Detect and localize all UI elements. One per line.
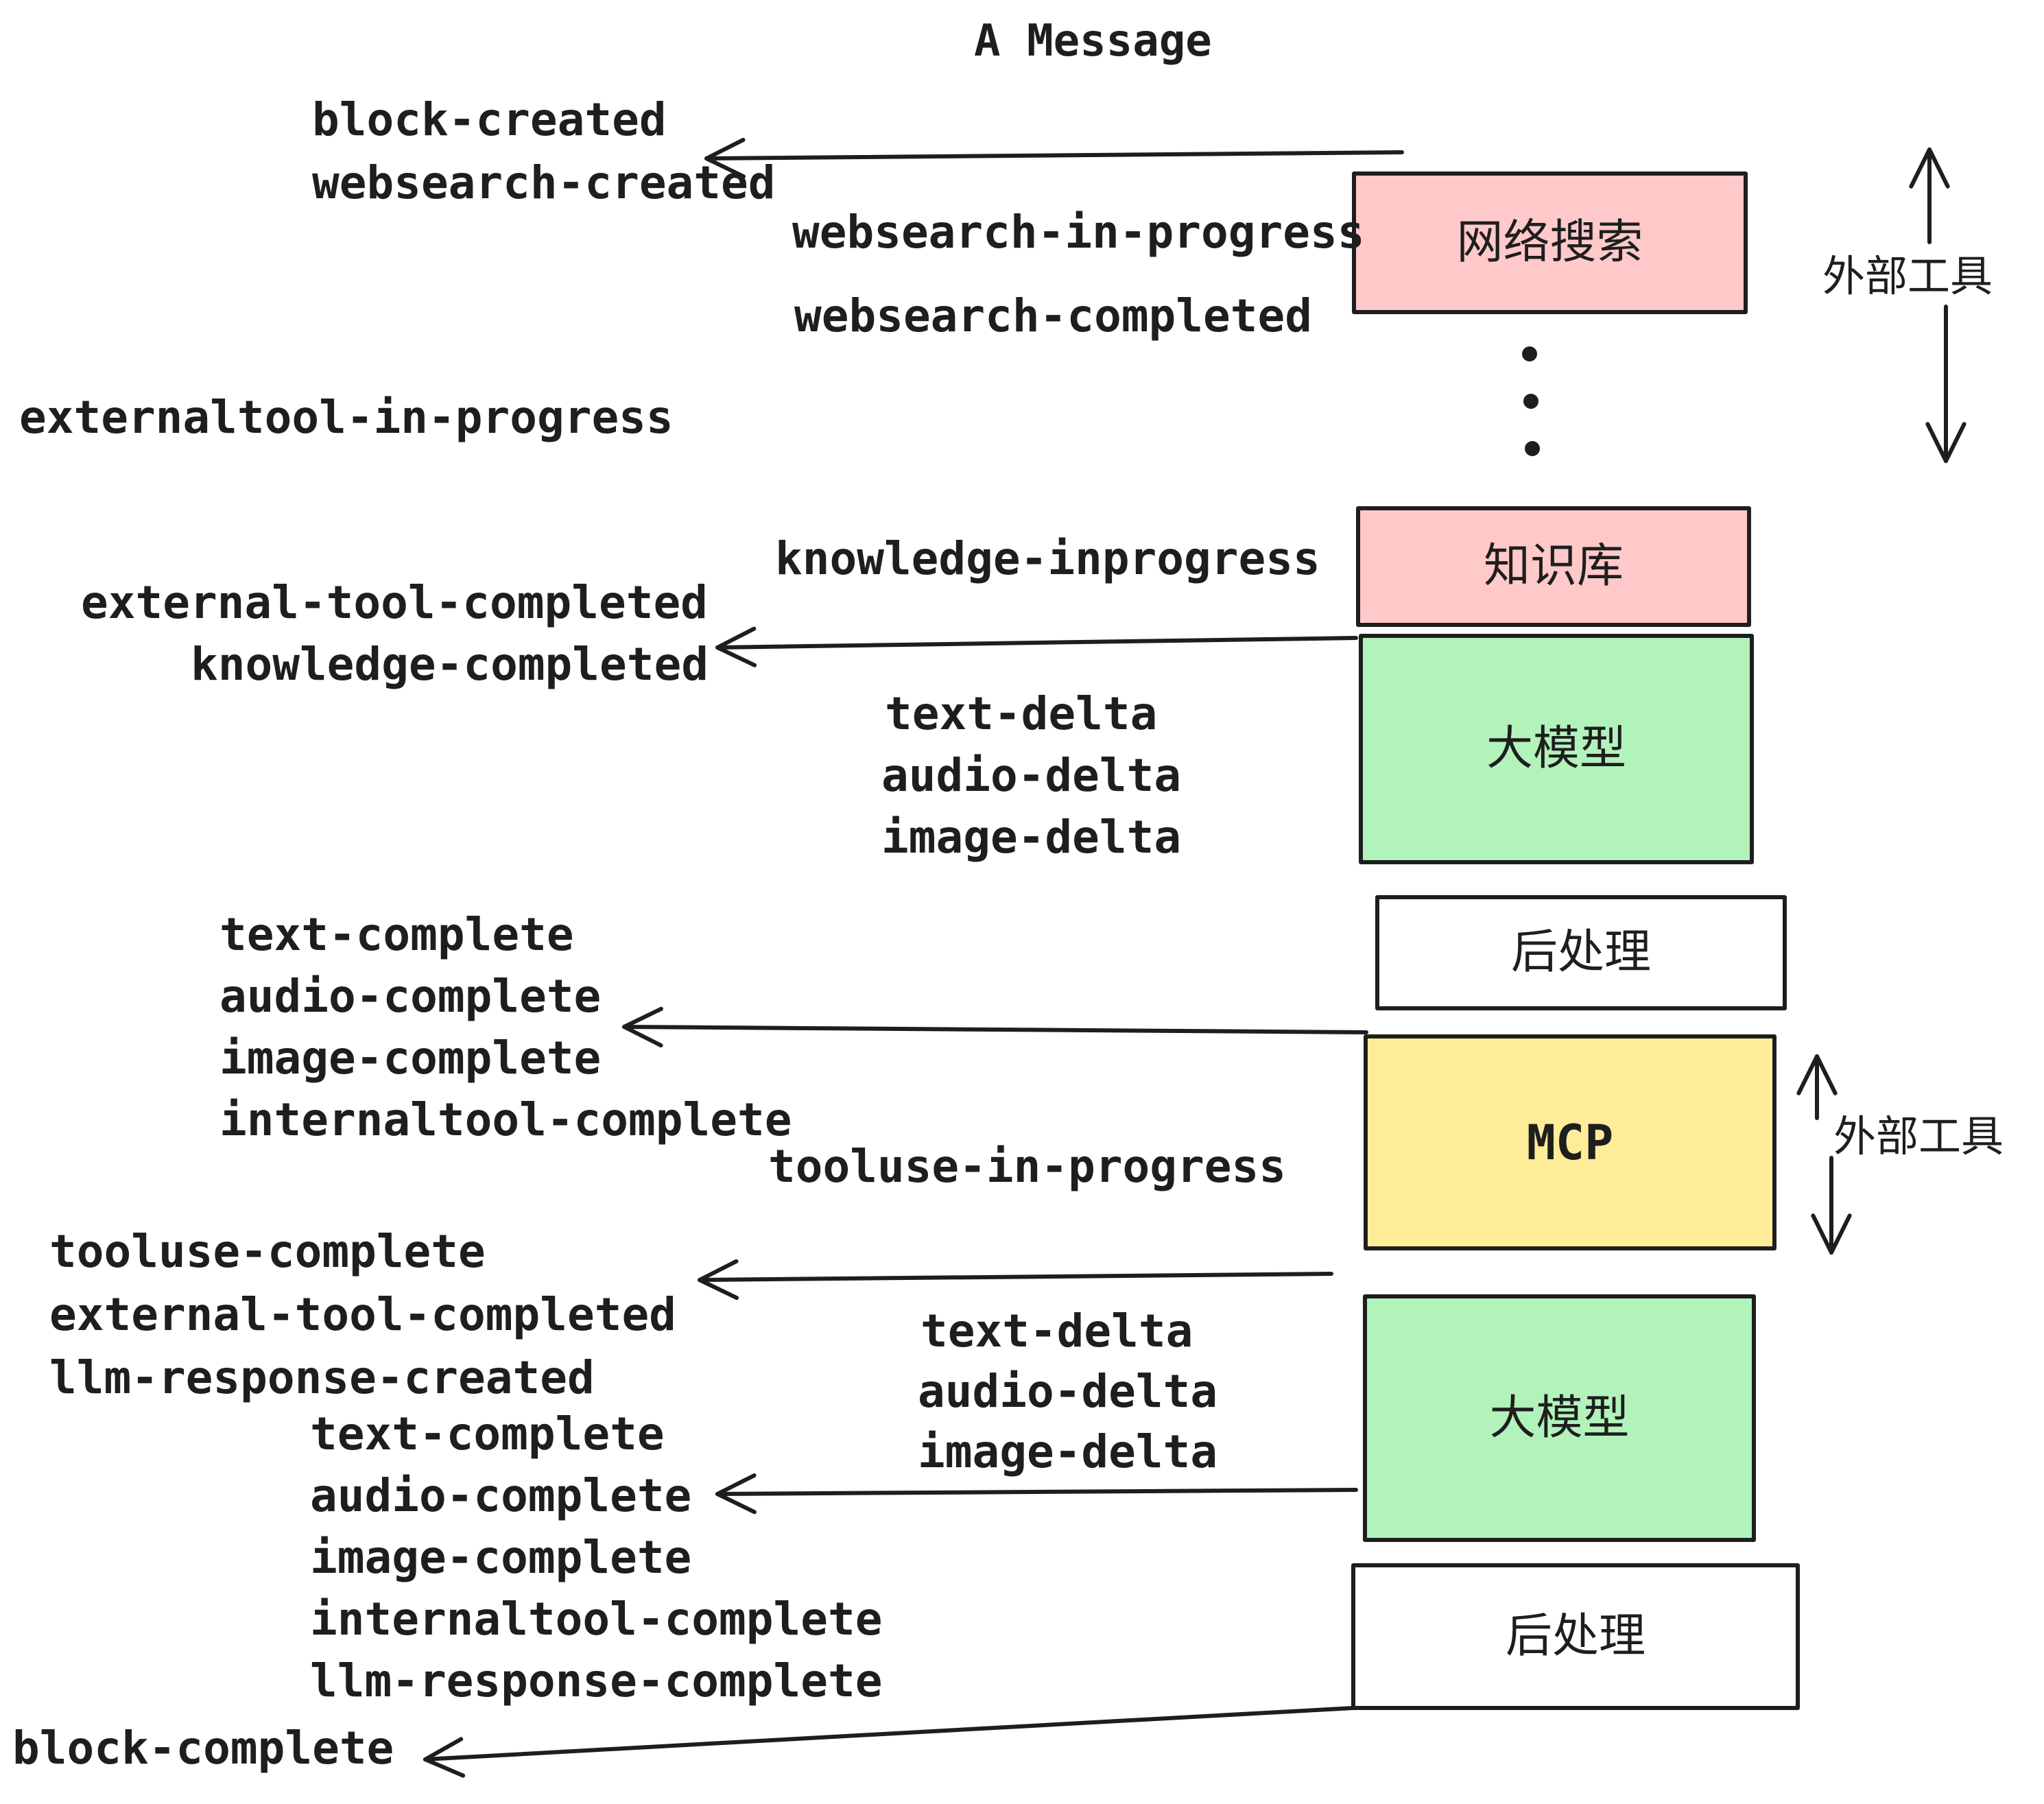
event-label: image-delta [918,1425,1218,1478]
box-websearch: 网络搜索 [1352,171,1748,314]
event-label: image-complete [219,1032,602,1084]
arrow-line [423,1706,1355,1761]
event-label: tooluse-in-progress [768,1140,1286,1193]
event-label: audio-complete [219,970,602,1023]
event-label: externaltool-in-progress [19,391,674,444]
arrow-head [698,1278,739,1301]
event-label: block-complete [12,1722,394,1775]
arrow-head [423,1757,466,1778]
ellipsis-dot [1523,394,1538,409]
arrow-head [1796,1054,1819,1095]
box-mcp: MCP [1364,1034,1776,1250]
arrow-head [423,1737,464,1761]
box-label: 后处理 [1505,1609,1645,1663]
event-label: audio-delta [881,749,1182,802]
event-label: knowledge-inprogress [775,532,1320,585]
arrow-head [698,1259,739,1282]
arrow-line [715,636,1358,650]
box-label: MCP [1526,1114,1614,1171]
box-post-1: 后处理 [1375,895,1787,1010]
ellipsis-dot [1525,441,1540,456]
event-label: image-delta [881,811,1182,864]
arrow-head [1811,1213,1833,1255]
arrow-head [715,1492,757,1515]
box-label: 大模型 [1489,1390,1630,1445]
event-label: knowledge-completed [191,638,709,691]
box-label: 后处理 [1510,925,1651,980]
box-label: 知识库 [1483,539,1624,593]
arrow-line [622,1025,1368,1034]
arrow-head [715,626,757,650]
box-llm-2: 大模型 [1363,1294,1756,1542]
arrow-line [704,150,1404,161]
arrow-head [1815,1054,1838,1095]
event-label: llm-response-created [49,1351,595,1404]
arrow-head [1925,422,1948,463]
arrow-head [715,1473,757,1496]
arrow-line [698,1272,1333,1282]
ellipsis-dot [1522,346,1537,361]
event-label: image-complete [310,1531,692,1584]
side-label-external-tools: 外部工具 [1822,251,1993,301]
event-label: internaltool-complete [219,1093,792,1146]
arrow-head [704,137,746,161]
event-label: external-tool-completed [49,1288,676,1341]
arrow-head [622,1006,663,1029]
event-label: text-complete [310,1408,665,1460]
arrow-line [715,1488,1358,1496]
event-label: websearch-in-progress [792,206,1365,259]
event-label: block-created [312,93,667,146]
event-label: external-tool-completed [81,576,708,629]
event-label: websearch-created [312,156,776,209]
event-label: websearch-completed [794,289,1312,342]
diagram-title: A Message [974,16,1212,67]
arrow-head [715,645,757,667]
event-label: text-delta [885,687,1158,740]
event-label: text-delta [920,1305,1193,1357]
box-label: 网络搜索 [1456,215,1643,270]
event-label: audio-complete [310,1469,692,1522]
event-label: text-complete [219,908,574,961]
arrow-head [622,1025,663,1048]
arrow-head [1944,422,1966,463]
event-label: internaltool-complete [310,1593,883,1646]
side-label-external-tools: 外部工具 [1833,1111,2004,1161]
box-knowledge: 知识库 [1356,506,1751,627]
arrow-head [1829,1213,1852,1255]
event-label: llm-response-complete [310,1654,883,1707]
event-label: tooluse-complete [49,1225,486,1278]
arrow-head [1927,147,1950,189]
box-label: 大模型 [1486,722,1626,776]
box-post-2: 后处理 [1351,1563,1800,1710]
box-llm-1: 大模型 [1359,634,1754,864]
event-label: audio-delta [918,1365,1218,1418]
arrow-head [1909,147,1932,189]
